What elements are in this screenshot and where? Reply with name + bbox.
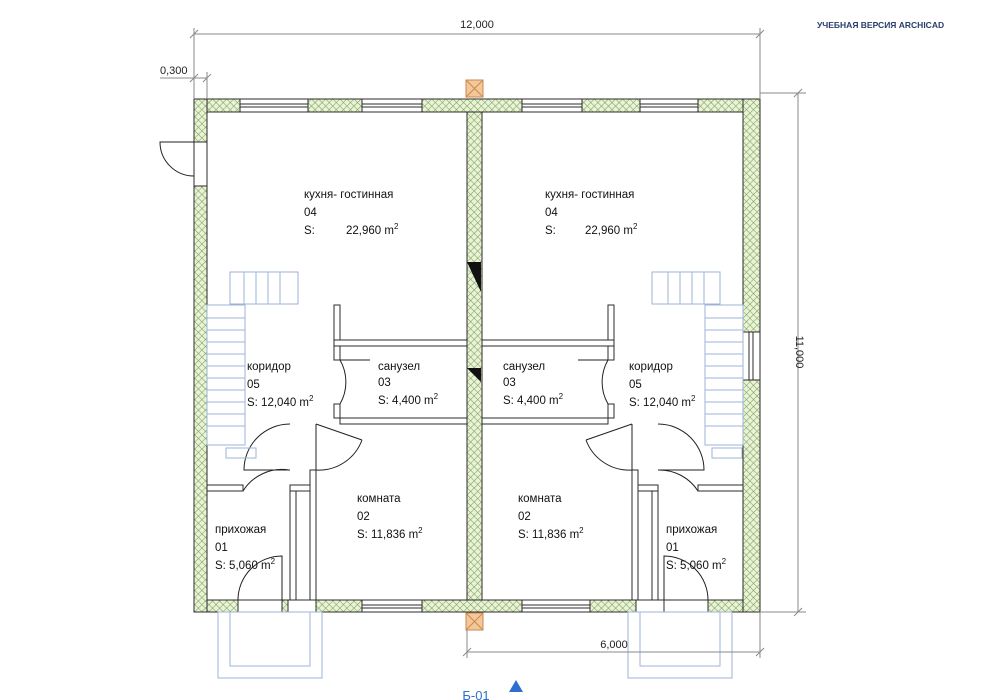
central-wall-marks bbox=[467, 262, 481, 382]
room-area: S: 4,400 m bbox=[378, 395, 434, 407]
svg-text:22,960 m2: 22,960 m2 bbox=[346, 222, 399, 237]
room-area-sup: 2 bbox=[579, 526, 584, 535]
section-marker-label: Б-01 bbox=[462, 688, 489, 700]
dim-wall-thickness: 0,300 bbox=[160, 65, 188, 77]
room-name: прихожая bbox=[666, 524, 717, 536]
room-number: 02 bbox=[357, 511, 370, 523]
room-area: S: 12,040 m bbox=[629, 397, 691, 409]
svg-text:22,960 m2: 22,960 m2 bbox=[585, 222, 638, 237]
room-number: 04 bbox=[545, 207, 558, 219]
room-name: прихожая bbox=[215, 524, 266, 536]
room-area-sup: 2 bbox=[394, 222, 399, 231]
svg-text:S: 5,060 m2: S: 5,060 m2 bbox=[215, 557, 276, 572]
room-name: кухня- гостинная bbox=[545, 189, 634, 201]
svg-text:S: 11,836 m2: S: 11,836 m2 bbox=[357, 526, 423, 541]
porches bbox=[217, 611, 733, 679]
columns bbox=[465, 79, 484, 631]
room-area-sup: 2 bbox=[633, 222, 638, 231]
room-area: S: 11,836 m bbox=[357, 529, 418, 541]
room-label-bathroom-right: санузел 03 S: 4,400 m2 bbox=[503, 361, 564, 407]
partitions bbox=[206, 304, 744, 601]
section-marker-triangle bbox=[509, 680, 523, 692]
room-area: S: 4,400 m bbox=[503, 395, 559, 407]
room-area: S: 12,040 m bbox=[247, 397, 309, 409]
room-area: S: 5,060 m bbox=[666, 560, 722, 572]
room-label-corridor-left: коридор 05 S: 12,040 m2 bbox=[247, 361, 314, 409]
room-number: 04 bbox=[304, 207, 317, 219]
room-number: 02 bbox=[518, 511, 531, 523]
room-area-sup: 2 bbox=[722, 557, 727, 566]
svg-text:S: 11,836 m2: S: 11,836 m2 bbox=[518, 526, 584, 541]
room-label-bedroom-right: комната 02 S: 11,836 m2 bbox=[518, 493, 584, 541]
room-number: 05 bbox=[247, 379, 260, 391]
room-name: санузел bbox=[503, 361, 545, 373]
room-area-sup: 2 bbox=[309, 394, 314, 403]
wall-openings bbox=[193, 98, 761, 613]
room-label-hall-right: прихожая 01 S: 5,060 m2 bbox=[666, 524, 727, 572]
room-number: 03 bbox=[378, 377, 391, 389]
room-name: коридор bbox=[629, 361, 673, 373]
doors bbox=[159, 141, 709, 601]
room-label-kitchen-right: кухня- гостинная 04 S: 22,960 m2 bbox=[545, 189, 638, 237]
room-number: 05 bbox=[629, 379, 642, 391]
room-number: 01 bbox=[215, 542, 228, 554]
stairs-left bbox=[206, 271, 299, 459]
room-name: комната bbox=[518, 493, 562, 505]
room-label-kitchen-left: кухня- гостинная 04 S: 22,960 m2 bbox=[304, 189, 399, 237]
room-area-sup: 2 bbox=[434, 392, 439, 401]
room-name: кухня- гостинная bbox=[304, 189, 393, 201]
watermark-text: УЧЕБНАЯ ВЕРСИЯ ARCHICAD bbox=[817, 20, 944, 30]
room-area: 22,960 m bbox=[585, 225, 633, 237]
svg-text:S: 12,040 m2: S: 12,040 m2 bbox=[629, 394, 696, 409]
svg-text:S: 12,040 m2: S: 12,040 m2 bbox=[247, 394, 314, 409]
room-area: 22,960 m bbox=[346, 225, 394, 237]
room-area-prefix: S: bbox=[304, 225, 315, 237]
room-number: 01 bbox=[666, 542, 679, 554]
dim-half-width: 6,000 bbox=[600, 639, 628, 651]
room-area: S: 11,836 m bbox=[518, 529, 579, 541]
room-name: комната bbox=[357, 493, 401, 505]
room-area-sup: 2 bbox=[559, 392, 564, 401]
room-area-sup: 2 bbox=[271, 557, 276, 566]
room-area-sup: 2 bbox=[418, 526, 423, 535]
room-number: 03 bbox=[503, 377, 516, 389]
svg-text:S: 4,400 m2: S: 4,400 m2 bbox=[378, 392, 439, 407]
room-label-hall-left: прихожая 01 S: 5,060 m2 bbox=[215, 524, 276, 572]
dim-total-width: 12,000 bbox=[460, 19, 494, 31]
stairs-right bbox=[651, 271, 744, 459]
svg-text:S: 5,060 m2: S: 5,060 m2 bbox=[666, 557, 727, 572]
dimension-lines bbox=[160, 28, 806, 658]
room-name: санузел bbox=[378, 361, 420, 373]
room-area-sup: 2 bbox=[691, 394, 696, 403]
room-label-bathroom-left: санузел 03 S: 4,400 m2 bbox=[378, 361, 439, 407]
room-label-corridor-right: коридор 05 S: 12,040 m2 bbox=[629, 361, 696, 409]
room-area-prefix: S: bbox=[545, 225, 556, 237]
room-name: коридор bbox=[247, 361, 291, 373]
svg-text:S: 4,400 m2: S: 4,400 m2 bbox=[503, 392, 564, 407]
room-area: S: 5,060 m bbox=[215, 560, 271, 572]
dim-total-height: 11,000 bbox=[793, 336, 805, 369]
room-label-bedroom-left: комната 02 S: 11,836 m2 bbox=[357, 493, 423, 541]
